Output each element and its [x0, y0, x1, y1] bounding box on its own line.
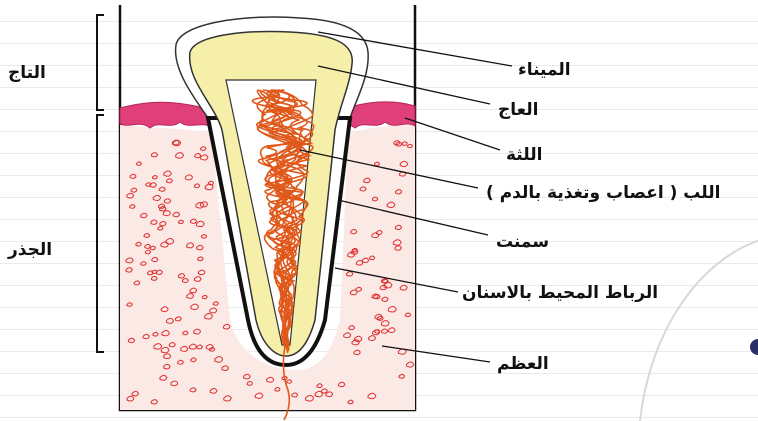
label-cementum: سمنت: [496, 232, 549, 252]
label-dentin: العاج: [498, 100, 538, 120]
label-crown: التاج: [8, 63, 46, 83]
label-gum: اللثة: [506, 145, 542, 165]
root-bracket: [97, 115, 104, 352]
label-bone: العظم: [497, 354, 549, 374]
crown-bracket: [97, 15, 104, 110]
background-curve: [640, 240, 758, 421]
label-periodontal-ligament: الرباط المحيط بالاسنان: [462, 283, 658, 303]
label-enamel: الميناء: [518, 60, 571, 80]
label-pulp: اللب ( اعصاب وتغذية بالدم ): [486, 183, 720, 203]
background-dot: [750, 339, 758, 355]
label-root: الجذر: [8, 240, 52, 260]
leader-gum: [405, 118, 500, 150]
